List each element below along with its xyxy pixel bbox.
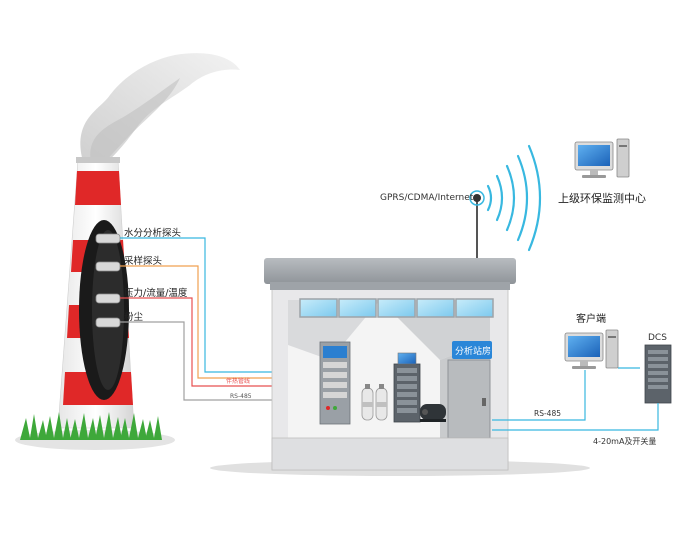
antenna <box>469 190 485 262</box>
label-cable-rs485-left: RS-485 <box>230 393 252 400</box>
label-cable-heat: 伴热管线 <box>226 377 250 385</box>
label-client: 客户端 <box>576 312 606 325</box>
label-probe-sampling: 采样探头 <box>124 255 162 267</box>
station-sign <box>452 341 492 359</box>
cable-moisture <box>120 237 276 373</box>
label-probe-pressure: 压力/流量/温度 <box>124 287 188 299</box>
output-cables <box>492 367 659 431</box>
grass <box>20 412 162 440</box>
cable-pressure <box>120 297 276 387</box>
smoke <box>80 53 240 170</box>
label-station: 分析站房 <box>455 345 491 357</box>
probe-sampling <box>95 261 121 272</box>
compressor-icon <box>420 404 446 422</box>
cable-to-client <box>492 370 586 421</box>
chimney <box>57 157 135 429</box>
gas-cylinders-icon <box>361 384 388 421</box>
server-rack-icon <box>393 352 421 423</box>
cable-dust <box>120 321 276 401</box>
probe-moisture <box>95 233 121 244</box>
dcs-server-icon <box>644 344 672 404</box>
cable-to-dcs <box>492 403 659 431</box>
station-building <box>264 258 516 471</box>
probes <box>95 233 121 328</box>
label-probe-moisture: 水分分析探头 <box>124 227 181 239</box>
label-probe-dust: 粉尘 <box>124 311 144 323</box>
label-dcs: DCS <box>648 333 667 343</box>
cable-sampling <box>120 265 276 379</box>
client-computer-icon <box>564 329 619 369</box>
label-center: 上级环保监测中心 <box>558 191 646 205</box>
probe-cables <box>120 237 276 401</box>
analyzer-cabinet-icon <box>319 341 351 425</box>
probe-dust <box>95 317 121 328</box>
center-computer-icon <box>574 138 630 178</box>
label-antenna: GPRS/CDMA/Internet <box>380 193 474 203</box>
label-signal: 4-20mA及开关量 <box>593 436 656 446</box>
probe-pressure <box>95 293 121 304</box>
wireless-waves-icon <box>486 144 542 252</box>
label-rs485-right: RS-485 <box>534 409 561 418</box>
